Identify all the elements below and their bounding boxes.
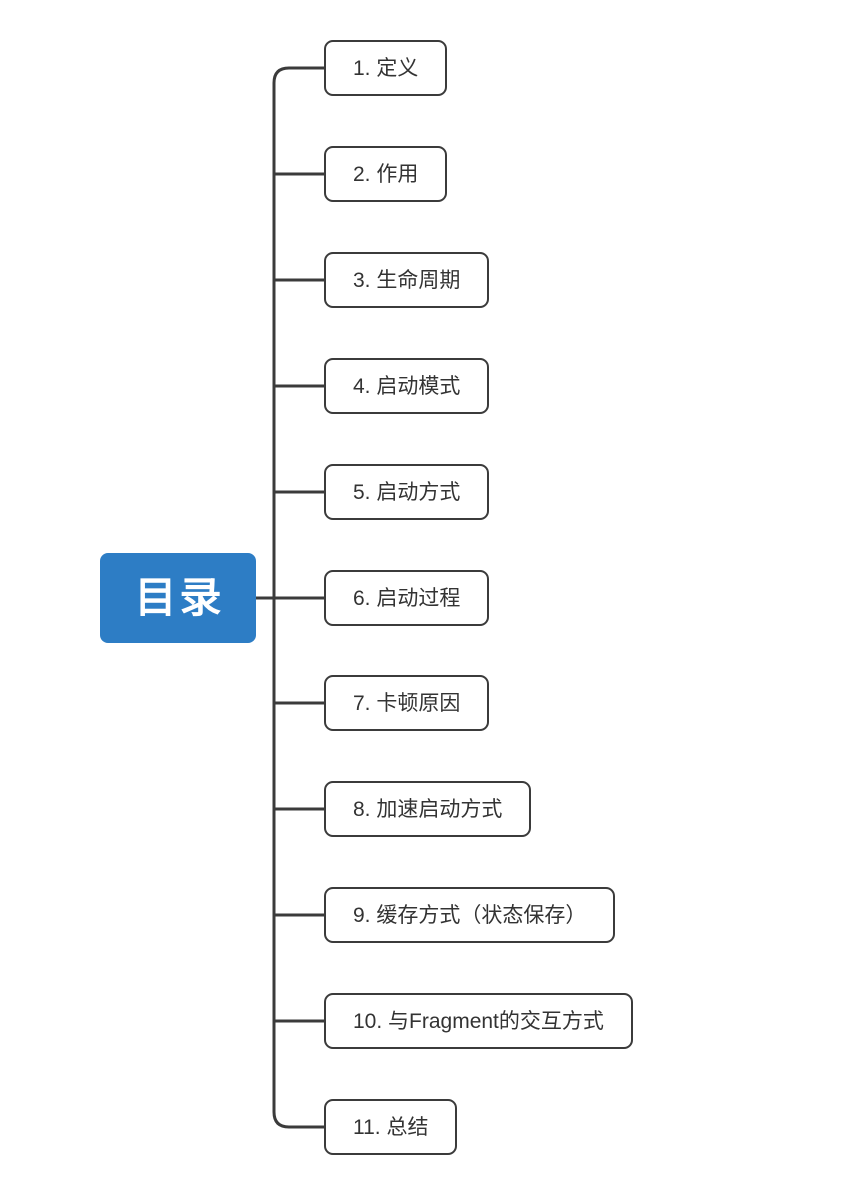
topic-node-8[interactable]: 8. 加速启动方式 [324,781,532,837]
topic-node-9[interactable]: 9. 缓存方式（状态保存） [324,887,616,943]
root-node[interactable]: 目录 [100,553,256,643]
root-node-label: 目录 [134,574,225,621]
topic-node-10[interactable]: 10. 与Fragment的交互方式 [324,993,633,1049]
topic-node-label: 6. 启动过程 [353,586,461,610]
topic-node-6[interactable]: 6. 启动过程 [324,570,490,626]
topic-node-5[interactable]: 5. 启动方式 [324,464,490,520]
topic-node-label: 7. 卡顿原因 [353,691,461,715]
topic-node-label: 8. 加速启动方式 [353,797,503,821]
topic-node-label: 4. 启动模式 [353,374,461,398]
topic-node-label: 10. 与Fragment的交互方式 [353,1009,604,1033]
topic-node-11[interactable]: 11. 总结 [324,1099,458,1155]
topic-node-label: 3. 生命周期 [353,268,461,292]
topic-node-label: 1. 定义 [353,56,419,80]
topic-node-2[interactable]: 2. 作用 [324,146,448,202]
topic-node-label: 9. 缓存方式（状态保存） [353,903,587,927]
topic-node-3[interactable]: 3. 生命周期 [324,252,490,308]
topic-node-label: 11. 总结 [353,1115,429,1139]
topic-node-1[interactable]: 1. 定义 [324,40,448,96]
topic-node-label: 2. 作用 [353,162,419,186]
topic-node-7[interactable]: 7. 卡顿原因 [324,675,490,731]
trunk-line [272,66,325,1129]
topic-node-label: 5. 启动方式 [353,480,461,504]
topic-node-4[interactable]: 4. 启动模式 [324,358,490,414]
